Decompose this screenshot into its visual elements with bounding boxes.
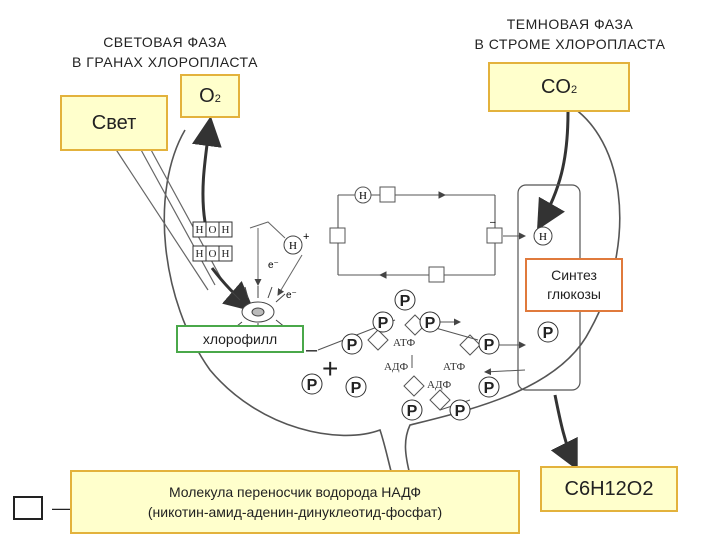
- phosphate-10: [401, 399, 423, 421]
- water-h-4: H: [222, 248, 230, 260]
- light-ray-3: [114, 147, 209, 291]
- hydrogen-ion-1: [283, 235, 303, 255]
- co2-label: CO2: [540, 75, 578, 98]
- legend-dash: —: [52, 498, 70, 518]
- oxygen-label: O2: [199, 84, 221, 107]
- water-o-2: O: [209, 248, 217, 260]
- synthesis-line2: глюкозы: [547, 286, 601, 302]
- nadp-cycle: [337, 191, 496, 279]
- dark-phase-header-line1: ТЕМНОВАЯ ФАЗА: [506, 16, 634, 32]
- water-h-1: H: [196, 224, 204, 236]
- water-split-arrow: [210, 267, 255, 312]
- co2-box: CO2: [488, 62, 630, 112]
- phosphate-9-label: P: [484, 380, 495, 397]
- phosphate-8-label: P: [351, 380, 362, 397]
- nadp-h-label: H: [359, 190, 367, 202]
- oxygen-box: O2: [180, 74, 240, 118]
- adp-return-arrow: [484, 368, 526, 376]
- hydrogen-ion-2-label: H: [539, 231, 547, 243]
- phosphate-3-label: P: [425, 315, 436, 332]
- chloroplast-outline: [163, 99, 621, 476]
- phosphate-2: [372, 311, 394, 333]
- glucose-box: C6H12O2: [540, 466, 678, 512]
- light-label: Свет: [91, 111, 137, 134]
- electron-path-2: [277, 254, 303, 296]
- light-box: Свет: [60, 95, 168, 151]
- water-h-3: H: [196, 248, 204, 260]
- nadp-cycle-boxes: [329, 186, 503, 283]
- phosphate-11: [449, 399, 471, 421]
- phosphate-9: [478, 376, 500, 398]
- atp-label-2: АТФ: [443, 361, 465, 373]
- oxygen-release-arrow: [191, 116, 222, 223]
- glucose-label: C6H12O2: [564, 477, 654, 500]
- water-h-2: H: [222, 224, 230, 236]
- atp-adp-cycle: [367, 314, 481, 411]
- phosphate-7: [301, 373, 323, 395]
- phosphate-6-label: P: [543, 325, 554, 342]
- electron-label-1: e⁻: [268, 260, 279, 271]
- phosphate-6: [537, 321, 559, 343]
- adp-label-1: АДФ: [384, 361, 408, 373]
- phosphate-4-label: P: [347, 337, 358, 354]
- nadp-minus: –: [490, 217, 496, 228]
- light-phase-header: СВЕТОВАЯ ФАЗА В ГРАНАХ ХЛОРОПЛАСТА: [40, 32, 290, 72]
- phosphate-10-label: P: [407, 403, 418, 420]
- chlorophyll-box: хлорофилл: [176, 325, 304, 353]
- co2-arrow: [537, 111, 570, 231]
- phosphate-5-label: P: [484, 337, 495, 354]
- atp-label-1: АТФ: [393, 337, 415, 349]
- nadp-line2: (никотин-амид-аденин-динуклеотид-фосфат): [147, 504, 443, 520]
- phosphate-4: [341, 333, 363, 355]
- phosphate-1: [394, 289, 416, 311]
- phosphate-1-label: P: [400, 293, 411, 310]
- phosphate-8: [345, 376, 367, 398]
- water-molecules: [192, 221, 233, 262]
- glucose-arrow: [550, 394, 578, 471]
- hydrogen-ion-1-plus: +: [303, 231, 309, 243]
- nadp-line1: Молекула переносчик водорода НАДФ: [168, 484, 422, 500]
- chlorophyll-label: хлорофилл: [202, 331, 278, 347]
- hydrogen-ion-1-label: H: [289, 240, 297, 252]
- light-phase-header-line2: В ГРАНАХ ХЛОРОПЛАСТА: [72, 54, 258, 70]
- plus-sign: +: [322, 353, 338, 384]
- phosphate-5: [478, 333, 500, 355]
- phosphate-11-label: P: [455, 403, 466, 420]
- phosphate-2-label: P: [378, 315, 389, 332]
- synthesis-line1: Синтез: [551, 267, 597, 283]
- light-phase-header-line1: СВЕТОВАЯ ФАЗА: [103, 34, 227, 50]
- phosphate-7-label: P: [307, 377, 318, 394]
- hydrogen-ion-2: [533, 226, 553, 246]
- proton-path: [249, 221, 286, 239]
- synthesis-box: Синтез глюкозы: [525, 258, 623, 312]
- minus-sign: –: [306, 339, 318, 361]
- dark-phase-header-line2: В СТРОМЕ ХЛОРОПЛАСТА: [474, 36, 666, 52]
- nadp-box: Молекула переносчик водорода НАДФ (никот…: [70, 470, 520, 534]
- chlorophyll-molecule: [231, 286, 287, 334]
- legend-square: [13, 496, 43, 520]
- adp-label-2: АДФ: [427, 379, 451, 391]
- water-o-1: O: [209, 224, 217, 236]
- dark-phase-header: ТЕМНОВАЯ ФАЗА В СТРОМЕ ХЛОРОПЛАСТА: [440, 14, 700, 54]
- electron-label-2: e⁻: [286, 290, 297, 301]
- phosphate-3: [419, 311, 441, 333]
- light-ray-1: [139, 147, 216, 286]
